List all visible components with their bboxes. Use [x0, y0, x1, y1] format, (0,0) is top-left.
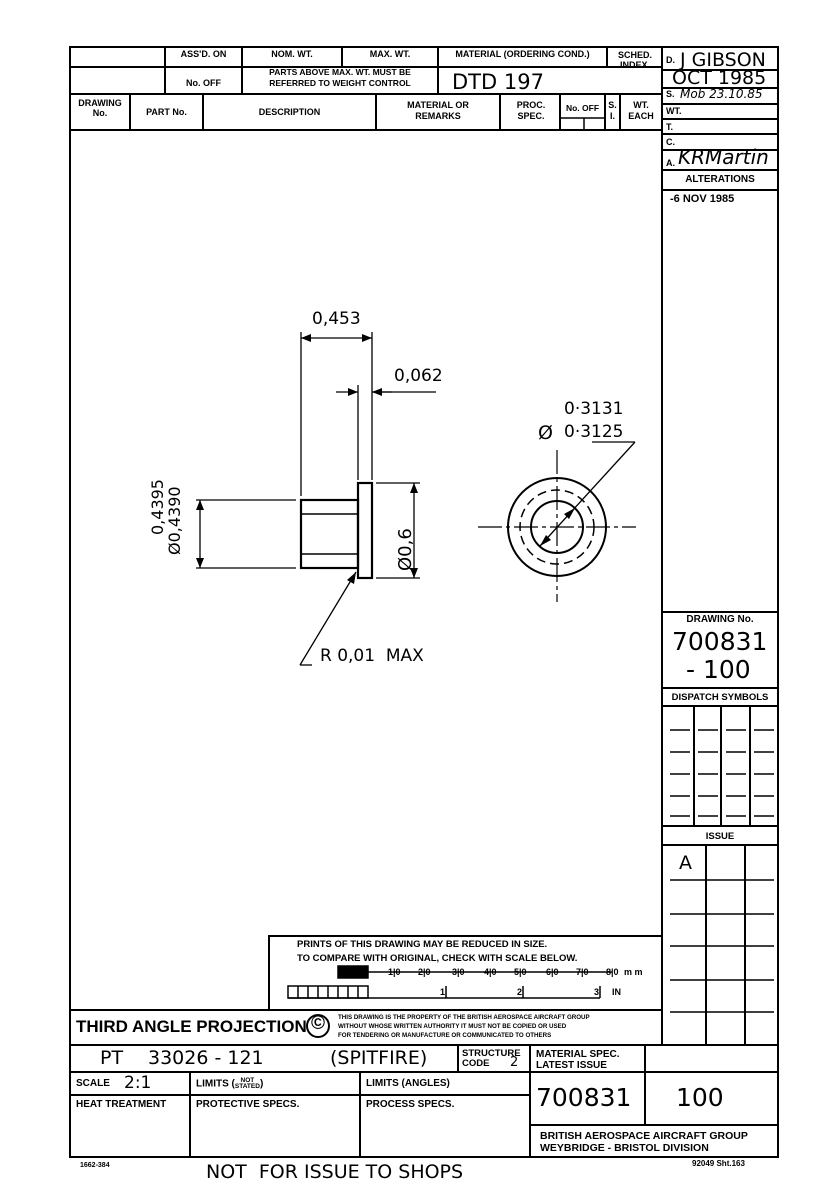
header-assd-on: ASS'D. ON: [180, 49, 227, 59]
material-value: DTD 197: [452, 70, 544, 94]
header-no-off: No. OFF: [186, 78, 221, 88]
mm-tick-70: 7|0: [576, 967, 589, 977]
title-drawing-number: 700831: [536, 1083, 632, 1112]
header-proc-spec: PROC. SPEC.: [516, 100, 546, 121]
mm-tick-60: 6|0: [546, 967, 559, 977]
dimension-lines: [196, 332, 436, 666]
header-sched-index: SCHED. INDEX.: [617, 50, 652, 70]
mm-tick-20: 2|0: [418, 967, 431, 977]
signoff-d-date: OCT 1985: [672, 67, 767, 89]
signoff-wt-label: WT.: [666, 106, 682, 116]
signoff-s-label: S.: [666, 89, 675, 99]
dispatch-symbols-label: DISPATCH SYMBOLS: [671, 692, 769, 703]
header-part-no: PART No.: [146, 107, 187, 117]
alteration-date: -6 NOV 1985: [670, 193, 735, 205]
scale-note-line1: PRINTS OF THIS DRAWING MAY BE REDUCED IN…: [297, 939, 548, 950]
dimension-arrows: [196, 334, 418, 584]
issue-value: A: [679, 852, 692, 874]
pt-label: PT: [100, 1047, 124, 1069]
drawing-no-value: 700831: [672, 627, 768, 656]
dim-length: 0,453: [312, 309, 361, 329]
copyright-line3: FOR TENDERING OR MANUFACTURE OR COMMUNIC…: [338, 1032, 552, 1039]
copyright-circle: [306, 1014, 330, 1038]
scale-value: 2:1: [124, 1073, 152, 1093]
dim-od-bottom: Ø0,4390: [165, 486, 184, 555]
radius-note: R 0,01 MAX: [320, 646, 424, 666]
signoff-t-label: T.: [666, 122, 674, 132]
drawing-no-dash: - 100: [686, 655, 751, 684]
copyright-symbol: ©: [311, 1013, 325, 1034]
signoff-d-value: J GIBSON: [680, 49, 766, 71]
copyright-line2: WITHOUT WHOSE WRITTEN AUTHORITY IT MUST …: [338, 1023, 567, 1030]
in-unit: IN: [612, 987, 621, 997]
scale-note-line2: TO COMPARE WITH ORIGINAL, CHECK WITH SCA…: [297, 953, 578, 964]
dim-flange: 0,062: [394, 366, 443, 386]
limits-close: ): [259, 1078, 264, 1090]
scale-label: SCALE: [76, 1078, 110, 1089]
alterations-title: ALTERATIONS: [685, 174, 755, 185]
header-parts-above-1: PARTS ABOVE MAX. WT. MUST BE: [269, 67, 411, 77]
header-description: DESCRIPTION: [258, 107, 321, 117]
header-material-remarks: MATERIAL OR REMARKS: [407, 100, 469, 121]
limits-not: NOT: [240, 1077, 255, 1084]
mm-tick-10: 1|0: [388, 967, 401, 977]
drawing-no-label: DRAWING No.: [686, 614, 754, 625]
dim-bore-symbol: Ø: [538, 422, 553, 444]
bush-flange: [356, 481, 374, 580]
in-tick-1: 1: [440, 987, 446, 997]
mm-tick-40: 4|0: [484, 967, 497, 977]
structure-code-value: 2: [510, 1055, 519, 1070]
mm-tick-80: 8|0: [606, 967, 619, 977]
header-si: S. I.: [608, 100, 617, 121]
limits-open: LIMITS (: [196, 1078, 235, 1090]
signoff-a-signature: KRMartin: [678, 145, 769, 169]
material-spec-label-2: LATEST ISSUE: [536, 1060, 607, 1071]
header-nom-wt: NOM. WT.: [271, 49, 313, 59]
copyright-line1: THIS DRAWING IS THE PROPERTY OF THE BRIT…: [338, 1014, 590, 1021]
company-line-2: WEYBRIDGE - BRISTOL DIVISION: [540, 1142, 709, 1154]
header-drawing-no: DRAWING No.: [78, 98, 122, 118]
in-tick-2: 2: [517, 987, 523, 997]
process-specs-label: PROCESS SPECS.: [366, 1099, 455, 1110]
signoff-s-value: Mob 23.10.85: [680, 87, 763, 101]
protective-specs-label: PROTECTIVE SPECS.: [196, 1099, 300, 1110]
company-line-1: BRITISH AEROSPACE AIRCRAFT GROUP: [540, 1130, 748, 1142]
issue-label: ISSUE: [705, 831, 735, 842]
part-side-view: [299, 481, 374, 580]
limits-angles-label: LIMITS (ANGLES): [366, 1078, 450, 1089]
footer-notice: NOT FOR ISSUE TO SHOPS: [206, 1161, 464, 1183]
projection-label: THIRD ANGLE PROJECTION: [76, 1017, 307, 1036]
title-drawing-suffix: 100: [676, 1083, 724, 1112]
footer-sheet-ref: 92049 Sht.163: [692, 1159, 745, 1168]
scale-bars: [287, 965, 612, 999]
material-spec-label-1: MATERIAL SPEC.: [536, 1049, 620, 1060]
dim-bore-bottom: 0·3125: [564, 422, 624, 442]
aircraft-name: (SPITFIRE): [330, 1047, 428, 1069]
signoff-c-label: C.: [666, 137, 675, 147]
heat-treatment-label: HEAT TREATMENT: [76, 1099, 167, 1110]
mm-unit: m m: [624, 967, 643, 977]
signoff-d-label: D.: [666, 55, 675, 65]
header-parts-above-2: REFERRED TO WEIGHT CONTROL: [269, 78, 411, 88]
mm-tick-50: 5|0: [514, 967, 527, 977]
limits-stated: STATED: [234, 1083, 260, 1090]
part-end-view: [478, 441, 636, 602]
mm-tick-30: 3|0: [452, 967, 465, 977]
dim-bore-top: 0·3131: [564, 399, 624, 419]
in-tick-3: 3: [594, 987, 600, 997]
header-no-off-2: No. OFF: [565, 103, 600, 113]
dim-flange-dia: Ø0,6: [395, 528, 416, 571]
header-wt-each: WT. EACH: [628, 100, 654, 121]
header-material-ordering: MATERIAL (ORDERING COND.): [455, 49, 590, 59]
structure-code-label: STRUCTURE CODE: [462, 1048, 521, 1069]
pt-number: 33026 - 121: [148, 1047, 264, 1069]
signoff-a-label: A.: [666, 158, 675, 168]
bush-body: [299, 498, 360, 570]
sheet-border: [69, 46, 779, 1158]
footer-left-code: 1662-384: [80, 1162, 110, 1169]
header-max-wt: MAX. WT.: [369, 49, 411, 59]
